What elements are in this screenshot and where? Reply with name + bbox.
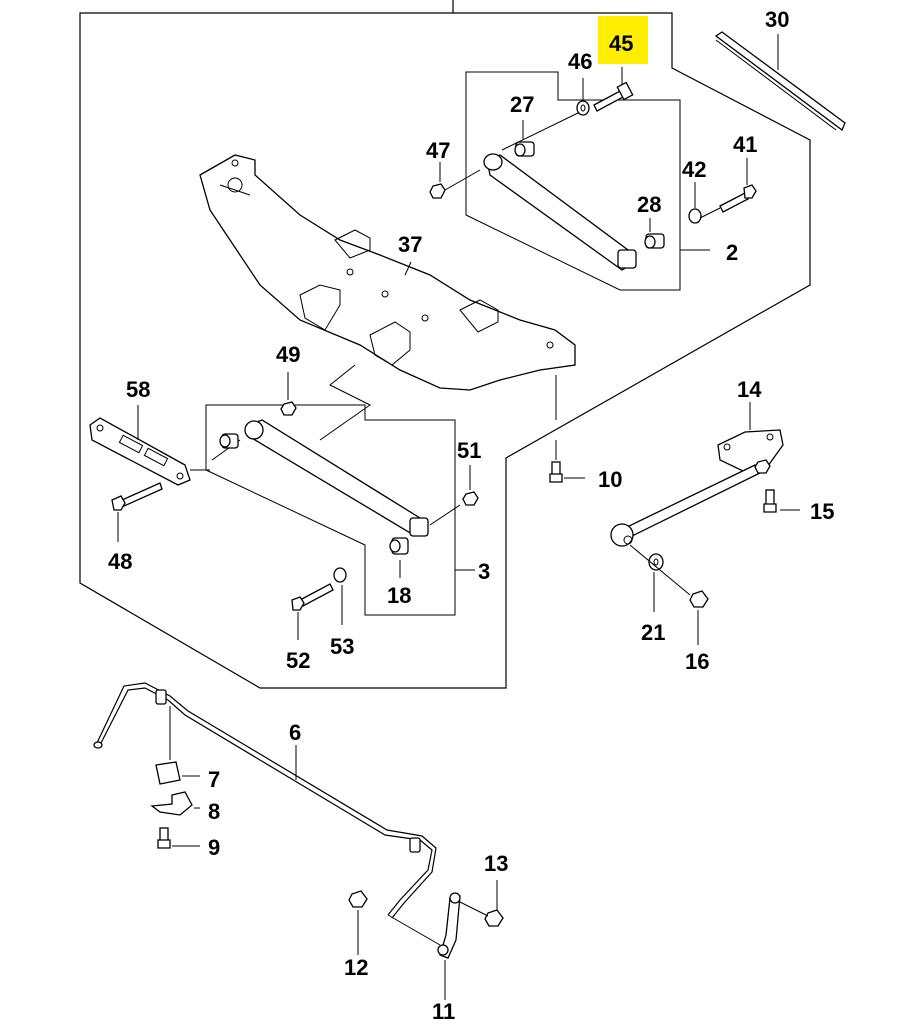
nut-51[interactable] — [462, 491, 479, 506]
nut-13[interactable] — [484, 909, 504, 927]
bolt-15[interactable] — [763, 489, 777, 513]
upper-control-arm[interactable] — [483, 153, 637, 271]
washer-46[interactable] — [576, 100, 590, 116]
bolt-41[interactable] — [719, 184, 757, 213]
callout-46[interactable]: 46 — [568, 49, 592, 74]
callout-45[interactable]: 45 — [609, 31, 633, 56]
callout-12[interactable]: 12 — [344, 955, 368, 980]
stabilizer-link-11[interactable] — [437, 892, 461, 959]
washer-21[interactable] — [648, 553, 664, 571]
bushing-28[interactable] — [644, 233, 665, 249]
bushing-18[interactable] — [389, 537, 409, 555]
callout-3[interactable]: 3 — [478, 559, 490, 584]
stabilizer-bar[interactable] — [93, 682, 437, 919]
callout-14[interactable]: 14 — [737, 377, 762, 402]
callout-47[interactable]: 47 — [426, 138, 450, 163]
link-14[interactable] — [610, 429, 784, 547]
nut-16[interactable] — [689, 590, 709, 608]
lower-control-arm[interactable] — [244, 419, 429, 537]
bolt-10[interactable] — [549, 461, 563, 483]
callout-42[interactable]: 42 — [682, 157, 706, 182]
bolt-9[interactable] — [157, 827, 171, 849]
bolt-52[interactable] — [291, 583, 334, 611]
callout-37[interactable]: 37 — [398, 232, 422, 257]
callout-15[interactable]: 15 — [810, 499, 834, 524]
nut-12[interactable] — [348, 890, 368, 908]
callout-21[interactable]: 21 — [641, 620, 665, 645]
highlight-box-45 — [598, 16, 648, 64]
callout-2[interactable]: 2 — [726, 240, 738, 265]
upper-arm-group-box — [465, 71, 681, 291]
callout-48[interactable]: 48 — [108, 549, 132, 574]
callout-53[interactable]: 53 — [330, 634, 354, 659]
callout-52[interactable]: 52 — [286, 648, 310, 673]
nut-47[interactable] — [429, 183, 446, 199]
callout-30[interactable]: 30 — [765, 7, 789, 32]
crossmember[interactable] — [199, 154, 576, 391]
bracket-8[interactable] — [150, 791, 193, 816]
callout-6[interactable]: 6 — [289, 720, 301, 745]
callout-11[interactable]: 11 — [432, 999, 455, 1024]
callout-8[interactable]: 8 — [208, 799, 220, 824]
rod-30[interactable] — [714, 31, 846, 132]
bolt-45[interactable] — [593, 81, 634, 112]
plate-58[interactable] — [89, 417, 191, 486]
bushing-27[interactable] — [514, 141, 535, 157]
callout-28[interactable]: 28 — [637, 192, 661, 217]
callout-27[interactable]: 27 — [510, 92, 534, 117]
lower-arm-group-box — [205, 404, 456, 616]
bolt-48[interactable] — [111, 482, 163, 511]
nut-49[interactable] — [280, 401, 297, 416]
callout-41[interactable]: 41 — [733, 132, 757, 157]
bushing-lower-left[interactable] — [219, 433, 239, 449]
assembly-boundary-outline — [79, 0, 811, 689]
bushing-7[interactable] — [155, 761, 181, 785]
callout-16[interactable]: 16 — [685, 649, 709, 674]
washer-53[interactable] — [333, 567, 347, 583]
washer-42[interactable] — [688, 208, 702, 224]
callout-13[interactable]: 13 — [484, 851, 508, 876]
callout-58[interactable]: 58 — [126, 377, 150, 402]
callout-18[interactable]: 18 — [387, 583, 411, 608]
callout-10[interactable]: 10 — [598, 467, 622, 492]
callout-9[interactable]: 9 — [208, 835, 220, 860]
callout-49[interactable]: 49 — [276, 342, 300, 367]
callout-51[interactable]: 51 — [457, 438, 481, 463]
callout-7[interactable]: 7 — [208, 767, 220, 792]
